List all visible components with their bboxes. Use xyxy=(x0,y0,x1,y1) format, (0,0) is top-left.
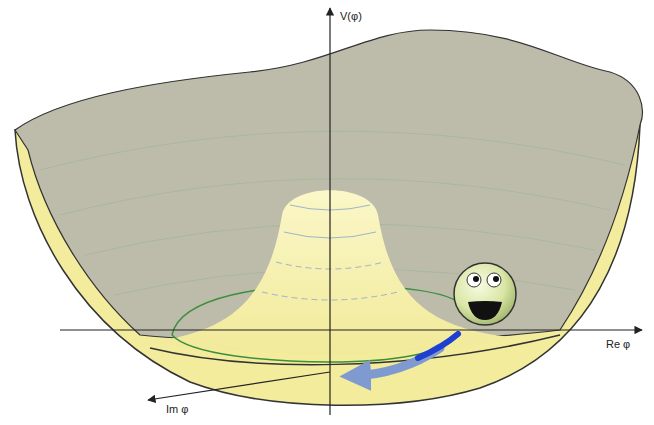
central-hump xyxy=(150,190,520,353)
ball-mouth xyxy=(468,301,502,320)
axis-label: Im φ xyxy=(166,403,188,415)
depth-axis xyxy=(148,372,330,400)
ball-body xyxy=(454,263,516,325)
ball-pupil xyxy=(493,276,499,282)
trough-edge xyxy=(150,335,560,365)
horizontal-axis xyxy=(60,329,642,330)
roll-path xyxy=(418,334,458,358)
valley-circle-front xyxy=(172,335,450,362)
smiley-ball xyxy=(454,263,516,325)
axis-label: Re φ xyxy=(606,338,630,350)
ball-pupil xyxy=(473,276,479,282)
ball-eye xyxy=(487,273,501,287)
vertical-axis xyxy=(329,8,330,415)
contour-line xyxy=(40,131,625,170)
ball-eye xyxy=(467,273,481,287)
axis-label: V(φ) xyxy=(340,10,362,22)
